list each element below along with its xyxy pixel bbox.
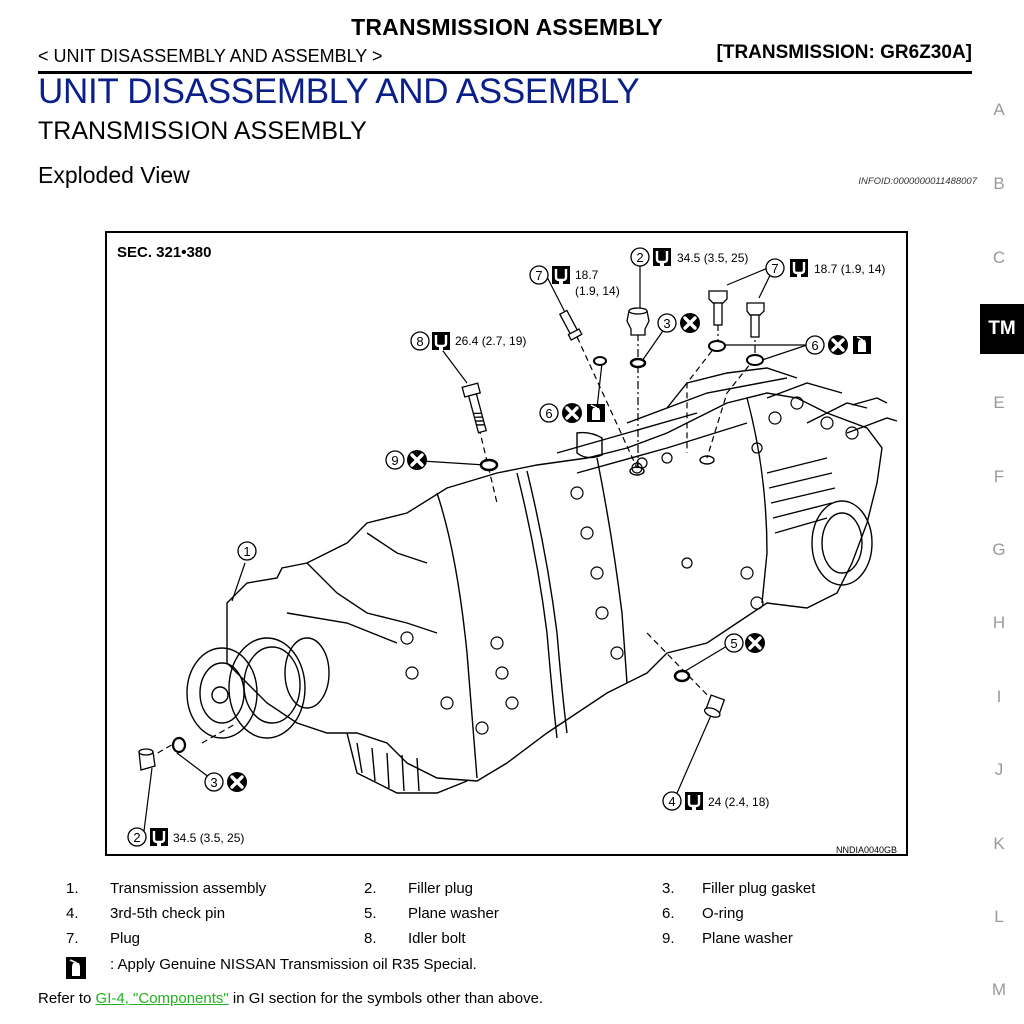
svg-text:6: 6 bbox=[811, 338, 818, 353]
tab-h[interactable]: H bbox=[992, 613, 1006, 632]
svg-text:1: 1 bbox=[243, 544, 250, 559]
callout-1: 1 bbox=[237, 541, 257, 561]
svg-text:4: 4 bbox=[668, 794, 675, 809]
callout-5: 5 bbox=[724, 631, 767, 655]
oil-note: : Apply Genuine NISSAN Transmission oil … bbox=[110, 956, 477, 973]
legend-label: Filler plug bbox=[408, 880, 474, 897]
tab-c[interactable]: C bbox=[992, 248, 1006, 267]
section-path: < UNIT DISASSEMBLY AND ASSEMBLY > bbox=[38, 46, 383, 66]
callout-4: 4 24 (2.4, 18) bbox=[662, 790, 769, 813]
svg-text:26.4 (2.7, 19): 26.4 (2.7, 19) bbox=[455, 334, 526, 348]
refer-prefix: Refer to bbox=[38, 990, 96, 1007]
legend-num: 6. bbox=[662, 905, 675, 922]
svg-text:3: 3 bbox=[210, 775, 217, 790]
torque-icon bbox=[683, 790, 705, 813]
tab-i[interactable]: I bbox=[996, 687, 1002, 706]
svg-text:2: 2 bbox=[133, 830, 140, 845]
svg-text:9: 9 bbox=[391, 453, 398, 468]
section-title: Exploded View bbox=[38, 162, 190, 188]
callout-3-bottom: 3 bbox=[204, 770, 249, 794]
svg-text:(1.9, 14): (1.9, 14) bbox=[575, 284, 620, 298]
refer-suffix: in GI section for the symbols other than… bbox=[228, 990, 544, 1007]
callout-6-left: 6 bbox=[539, 401, 606, 425]
do-not-reuse-icon bbox=[826, 333, 850, 357]
torque-icon bbox=[148, 826, 170, 849]
callout-8: 8 26.4 (2.7, 19) bbox=[410, 330, 526, 353]
tab-g[interactable]: G bbox=[992, 540, 1006, 559]
svg-text:18.7: 18.7 bbox=[575, 268, 599, 282]
parts bbox=[138, 290, 765, 771]
callout-3-top: 3 bbox=[657, 311, 702, 335]
callout-6-right: 6 bbox=[805, 333, 872, 357]
svg-text:6: 6 bbox=[545, 406, 552, 421]
svg-text:34.5 (3.5, 25): 34.5 (3.5, 25) bbox=[173, 831, 244, 845]
legend-label: Plug bbox=[110, 930, 141, 947]
sec-label: SEC. 321•380 bbox=[117, 244, 211, 261]
callout-2-bottom: 2 34.5 (3.5, 25) bbox=[127, 826, 244, 849]
tab-m[interactable]: M bbox=[991, 980, 1007, 999]
header-title: TRANSMISSION ASSEMBLY bbox=[351, 14, 663, 40]
do-not-reuse-icon bbox=[405, 448, 429, 472]
svg-text:34.5 (3.5, 25): 34.5 (3.5, 25) bbox=[677, 251, 748, 265]
oil-icon bbox=[852, 335, 872, 355]
tab-f[interactable]: F bbox=[993, 467, 1005, 486]
do-not-reuse-icon bbox=[225, 770, 249, 794]
callout-2-top: 2 34.5 (3.5, 25) bbox=[630, 246, 748, 269]
tab-l[interactable]: L bbox=[994, 907, 1004, 926]
svg-text:3: 3 bbox=[663, 316, 670, 331]
callout-9: 9 bbox=[385, 448, 429, 472]
legend-label: Idler bolt bbox=[408, 930, 466, 947]
legend-label: Transmission assembly bbox=[110, 880, 267, 897]
callout-7-right: 7 18.7 (1.9, 14) bbox=[765, 257, 885, 280]
transmission-model: [TRANSMISSION: GR6Z30A] bbox=[716, 42, 972, 63]
svg-text:7: 7 bbox=[535, 268, 542, 283]
legend-num: 1. bbox=[66, 880, 79, 897]
legend-label: Plane washer bbox=[408, 905, 499, 922]
do-not-reuse-icon bbox=[743, 631, 767, 655]
legend-label: Filler plug gasket bbox=[702, 880, 816, 897]
svg-text:5: 5 bbox=[730, 636, 737, 651]
legend-num: 9. bbox=[662, 930, 675, 947]
legend-num: 4. bbox=[66, 905, 79, 922]
tab-k[interactable]: K bbox=[993, 834, 1005, 853]
svg-text:7: 7 bbox=[771, 261, 778, 276]
header-divider bbox=[38, 71, 972, 74]
exploded-view-figure: SEC. 321•380 bbox=[105, 231, 908, 856]
exploded-view-drawing: SEC. 321•380 bbox=[117, 244, 898, 855]
page-heading: UNIT DISASSEMBLY AND ASSEMBLY bbox=[38, 72, 640, 111]
torque-icon bbox=[550, 264, 572, 287]
torque-icon bbox=[430, 330, 452, 353]
gi-components-link[interactable]: GI-4, "Components" bbox=[95, 990, 229, 1007]
figure-code: NNDIA0040GB bbox=[836, 845, 897, 855]
svg-text:2: 2 bbox=[636, 250, 643, 265]
page-subheading: TRANSMISSION ASSEMBLY bbox=[38, 117, 367, 145]
info-id: INFOID:0000000011488007 bbox=[858, 176, 977, 187]
legend-num: 2. bbox=[364, 880, 377, 897]
callout-7-left: 7 18.7 (1.9, 14) bbox=[529, 264, 620, 298]
tab-e[interactable]: E bbox=[993, 393, 1005, 412]
svg-text:24 (2.4, 18): 24 (2.4, 18) bbox=[708, 795, 769, 809]
oil-icon bbox=[66, 957, 86, 979]
torque-icon bbox=[651, 246, 673, 269]
tab-b[interactable]: B bbox=[993, 174, 1005, 193]
tab-j[interactable]: J bbox=[994, 760, 1004, 779]
torque-icon bbox=[788, 257, 810, 280]
tab-a[interactable]: A bbox=[993, 100, 1005, 119]
svg-text:8: 8 bbox=[416, 334, 423, 349]
legend-label: Plane washer bbox=[702, 930, 793, 947]
do-not-reuse-icon bbox=[678, 311, 702, 335]
legend-num: 3. bbox=[662, 880, 675, 897]
refer-note: Refer to GI-4, "Components" in GI sectio… bbox=[38, 990, 543, 1007]
legend-label: 3rd-5th check pin bbox=[110, 905, 226, 922]
oil-icon bbox=[586, 403, 606, 423]
do-not-reuse-icon bbox=[560, 401, 584, 425]
legend-num: 5. bbox=[364, 905, 377, 922]
transmission-body bbox=[186, 367, 898, 794]
svg-text:18.7 (1.9, 14): 18.7 (1.9, 14) bbox=[814, 262, 885, 276]
legend-num: 8. bbox=[364, 930, 377, 947]
tab-tm[interactable]: TM bbox=[980, 304, 1024, 354]
legend-num: 7. bbox=[66, 930, 79, 947]
legend-label: O-ring bbox=[702, 905, 744, 922]
